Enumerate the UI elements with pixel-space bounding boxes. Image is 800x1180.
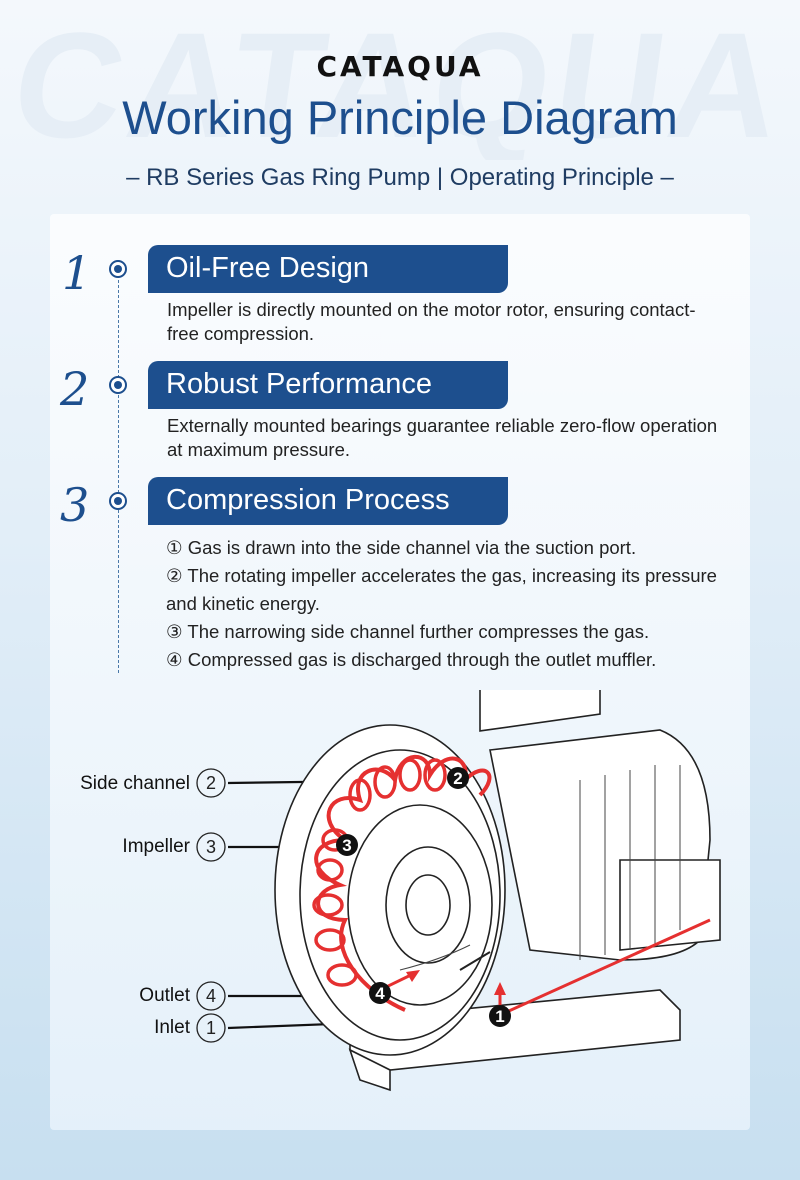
label-impeller: Impeller [122, 836, 190, 857]
svg-text:3: 3 [342, 836, 351, 855]
section-number-1: 1 [62, 246, 92, 300]
label-side-channel: Side channel [80, 773, 190, 794]
process-steps: ① Gas is drawn into the side channel via… [166, 534, 746, 674]
brand-logo: CATAQUA [316, 50, 484, 83]
process-step-3: ③ The narrowing side channel further com… [166, 621, 650, 642]
svg-text:2: 2 [453, 769, 462, 788]
label-outlet: Outlet [139, 985, 190, 1006]
section-number-3: 3 [60, 478, 90, 532]
section-heading-1: Oil-Free Design [148, 245, 508, 293]
timeline-dot-2 [109, 376, 127, 394]
section-text-1: Impeller is directly mounted on the moto… [167, 299, 696, 344]
section-heading-2: Robust Performance [148, 361, 508, 409]
timeline-dot-3 [109, 492, 127, 510]
pump-diagram: 2 3 4 1 [196, 690, 721, 1092]
label-marker-2: 2 [206, 773, 216, 793]
label-inlet: Inlet [154, 1017, 190, 1038]
label-marker-4: 4 [206, 986, 216, 1006]
timeline-line [118, 275, 119, 673]
svg-text:1: 1 [495, 1007, 504, 1026]
section-text-2: Externally mounted bearings guarantee re… [167, 415, 718, 460]
flow-path [314, 754, 492, 1012]
label-marker-1: 1 [206, 1018, 216, 1038]
timeline-dot-1 [109, 260, 127, 278]
process-step-2: ② The rotating impeller accelerates the … [166, 565, 717, 614]
svg-text:4: 4 [375, 984, 385, 1003]
process-step-1: ① Gas is drawn into the side channel via… [166, 537, 637, 558]
page-title: Working Principle Diagram [122, 91, 678, 144]
page-subtitle: – RB Series Gas Ring Pump | Operating Pr… [126, 164, 674, 191]
section-heading-3: Compression Process [148, 477, 508, 525]
label-marker-3: 3 [206, 837, 216, 857]
section-number-2: 2 [60, 362, 90, 416]
process-step-4: ④ Compressed gas is discharged through t… [166, 649, 657, 670]
